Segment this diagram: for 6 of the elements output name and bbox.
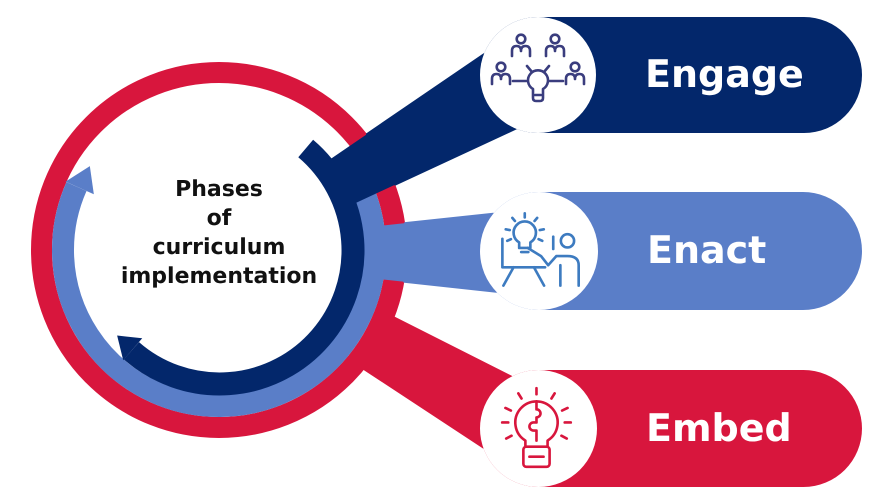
phase-label: Embed	[646, 406, 792, 452]
connector-band	[366, 53, 517, 186]
phase-label: Enact	[647, 228, 766, 274]
connector-band	[363, 316, 512, 448]
phase-label: Engage	[645, 52, 804, 98]
hub-label: Phases of curriculum implementation	[120, 176, 318, 291]
